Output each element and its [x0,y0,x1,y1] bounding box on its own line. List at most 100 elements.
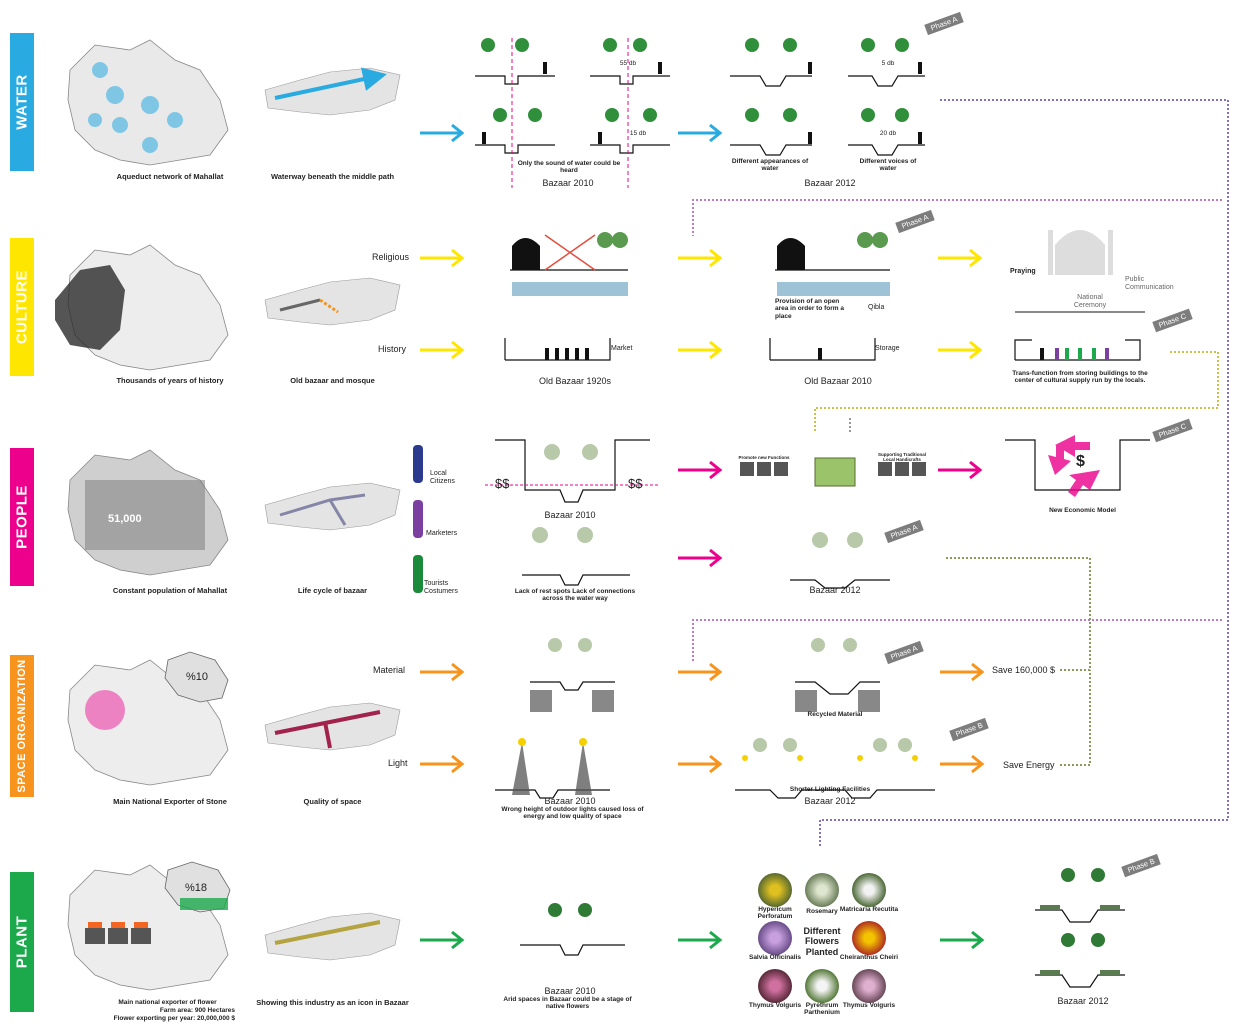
greenhouse-flowers [88,922,148,928]
flower-region [180,898,228,910]
plant-map-caption-3: Flower exporting per year: 20,000,000 $ [113,1015,235,1022]
water-path-caption: Waterway beneath the middle path [270,172,395,181]
plant-year-2010: Bazaar 2010 [544,986,596,996]
religious-label: Religious [372,252,410,262]
culture-year-old: Old Bazaar 1920s [538,376,612,386]
culture-trees [597,232,888,248]
iran-map-space [164,651,229,703]
water-note-2: Different appearances of water [731,158,809,173]
stone-percent: %10 [186,671,209,683]
flower-bed-2 [1100,905,1120,910]
promote-functions-label: Promote new Functions [738,455,790,460]
support-handicrafts-label: Supporting Traditional Local Handicrafts [878,452,926,463]
history-label: History [378,344,407,354]
aqueduct-dots [88,62,183,153]
water-people [482,62,922,144]
flower-name: Hypericum Perforatum [757,906,793,920]
flower-thymus-2 [852,969,886,1003]
plant-map-caption-1: Main national exporter of flower [118,999,217,1006]
culture-year-new: Old Bazaar 2010 [804,376,872,386]
ground-strip-new [777,282,890,296]
path-sketch-space [264,702,401,751]
space-path-caption: Quality of space [303,797,362,806]
flower-salvia [758,921,792,955]
lighting-note: Shorter Lighting Facilities [789,786,871,793]
market-label: Market [611,345,633,352]
water-year-2012: Bazaar 2012 [804,178,856,188]
light-cones [512,742,592,795]
band-culture: CULTURE [10,238,34,376]
space-year-2012: Bazaar 2012 [804,796,856,806]
flower-bed-1 [1040,905,1060,910]
people-legend-figures [413,445,423,593]
band-people: PEOPLE [10,448,34,586]
storage-label: Storage [875,345,900,352]
water-trees [481,38,909,122]
arrows-water [420,123,723,143]
mosque-dome-old [512,238,540,270]
stone-hotspot [85,690,125,730]
flower-percent: %18 [185,882,208,894]
legend-local-citizens: Local Citizens [430,470,455,485]
population-pattern [85,480,205,550]
arrows-culture [420,248,983,360]
lamps [518,738,918,761]
people-year-2010: Bazaar 2010 [544,510,596,520]
flower-bed-4 [1100,970,1120,975]
stone-blocks [530,690,880,712]
people-map-caption: Constant population of Mahallat [112,586,228,595]
trans-function-note: Trans-function from storing buildings to… [1012,370,1148,385]
flower-name: Salvia Officinalis [748,954,802,961]
legend-marketers: Marketers [426,530,458,537]
history-photo-overlay [55,265,125,350]
recycled-material-label: Recycled Material [807,711,863,718]
dollar-center: $ [1076,453,1085,470]
water-year-2010: Bazaar 2010 [542,178,594,188]
plant-map-caption-2: Farm area: 900 Hectares [159,1007,235,1014]
dollar-signs-left: $$ [495,476,510,491]
flower-name: Thymus Volguris [842,1002,896,1009]
flower-cheiranthus [852,921,886,955]
space-map-caption: Main National Exporter of Stone [113,797,227,806]
mosque-dome-new [777,238,805,270]
path-sketch-plant [264,912,401,961]
band-water: WATER [10,33,34,171]
arrows-people [678,460,983,568]
light-note: Wrong height of outdoor lights caused lo… [501,806,644,821]
water-sections [475,75,925,156]
water-note-3: Different voices of water [859,158,917,173]
money-stack [814,457,856,487]
connector-yellow [814,351,1219,432]
economic-model-label: New Economic Model [1049,507,1116,514]
flower-matricaria [852,873,886,907]
arrows-space [420,662,985,774]
save-money-label: Save 160,000 $ [992,665,1056,675]
ceremony-mosque [1048,230,1113,275]
culture-new-people [1040,348,1109,360]
space-trees [548,638,912,752]
flower-bed-3 [1040,970,1060,975]
flower-name: Matricaria Recutita [839,906,899,913]
band-plant: PLANT [10,872,34,1012]
people-year-2012: Bazaar 2012 [809,585,861,595]
arrows-plant [420,930,985,950]
connector-purple-2 [692,199,1222,662]
greenhouses [85,928,151,944]
path-sketch-culture [264,277,401,326]
flower-name: Cheiranthus Cheiri [839,954,899,961]
flower-name: Thymus Volguris [748,1002,802,1009]
flowers-center-label: Different Flowers Planted [803,926,841,957]
space-year-2010: Bazaar 2010 [544,796,596,806]
water-db-4: 20 db [879,130,897,137]
culture-map-caption: Thousands of years of history [116,376,224,385]
plant-year-2012: Bazaar 2012 [1057,996,1109,1006]
connector-purple-1 [819,99,1229,848]
legend-tourists: Tourists Costumers [424,580,458,595]
flower-pyrethrum [805,969,839,1003]
arid-note: Arid spaces in Bazaar could be a stage o… [503,996,632,1011]
water-map-caption: Aqueduct network of Mahallat [116,172,224,181]
culture-path-caption: Old bazaar and mosque [290,376,375,385]
market-people [545,348,822,360]
model-icons [740,462,926,476]
